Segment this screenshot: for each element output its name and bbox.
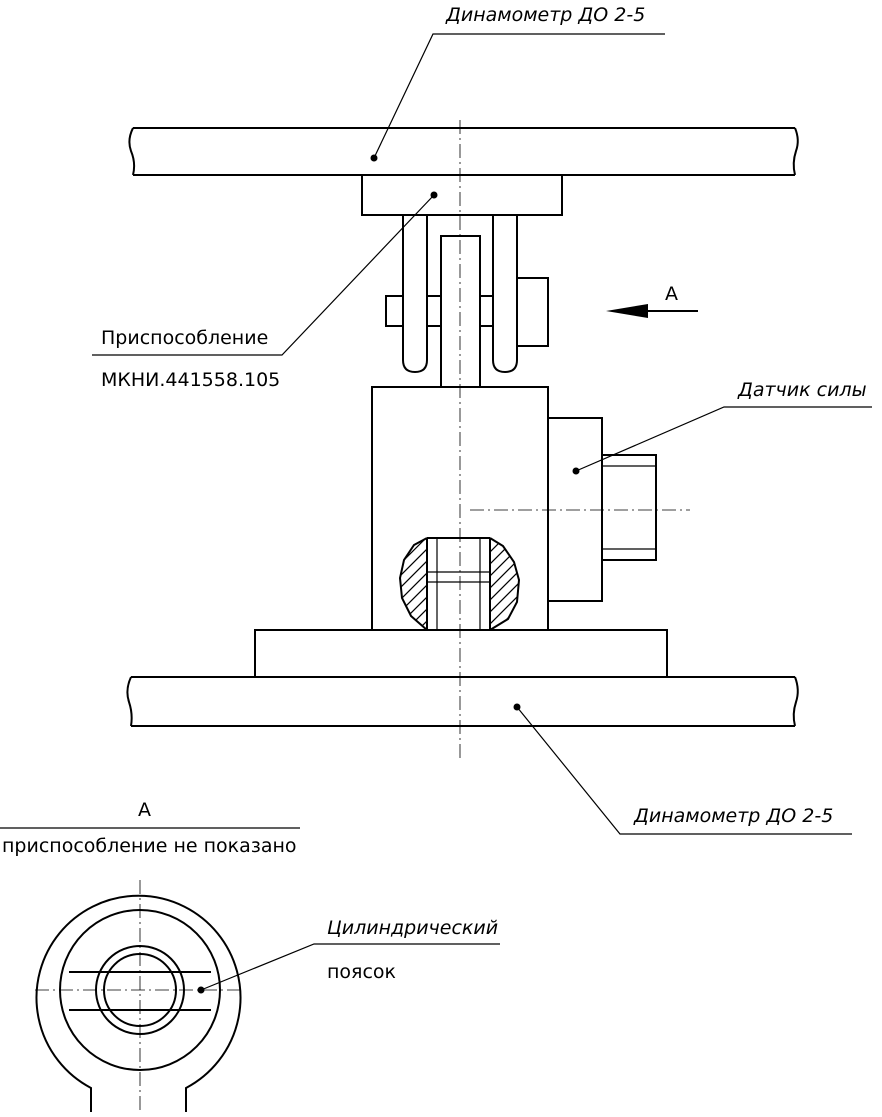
leader-fixture [92,191,438,356]
fork-pin [385,277,549,347]
sensor-housing [547,417,657,602]
view-a-title: А [138,799,151,821]
view-arrow-letter: А [665,283,678,305]
top-adapter-block [361,174,563,216]
central-rod [440,235,481,387]
base-block [254,629,668,678]
leader-collar [197,943,500,994]
section-cutout [398,537,521,631]
view-arrow [606,304,698,318]
top-dynamometer-plate [128,127,799,176]
label-fixture-code: МКНИ.441558.105 [101,369,280,391]
bottom-dynamometer-plate [126,676,799,727]
leader-dynamometer-top [370,33,665,162]
fork-plates [402,215,518,374]
label-dynamometer-top: Динамометр ДО 2-5 [445,4,645,26]
view-a-note: приспособление не показано [2,835,297,857]
view-a-part [35,880,245,1112]
label-collar-line2: поясок [327,961,396,983]
label-force-sensor: Датчик силы [737,379,867,401]
leader-dynamometer-bottom [513,703,852,835]
label-collar-line1: Цилиндрический [327,917,498,939]
label-fixture-name: Приспособление [101,327,268,349]
label-dynamometer-bottom: Динамометр ДО 2-5 [633,805,833,827]
leader-force-sensor [572,406,872,475]
